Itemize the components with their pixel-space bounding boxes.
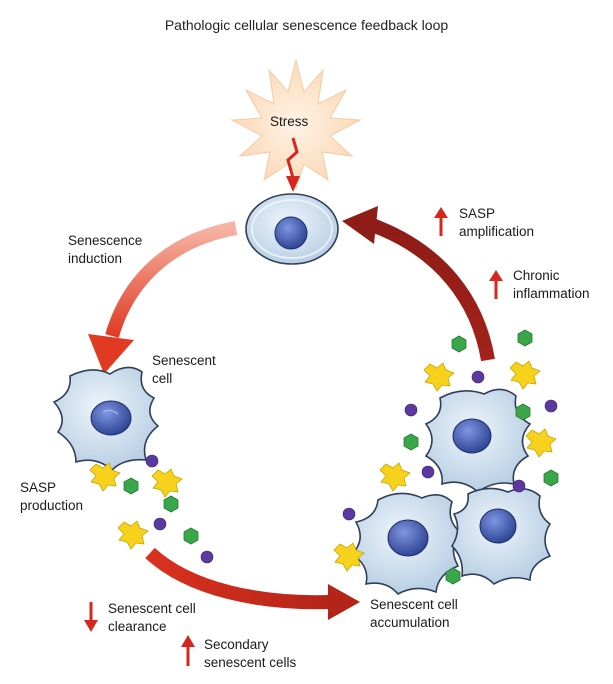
accumulation-arrow	[145, 547, 360, 620]
senescence-induction-label-2: induction	[68, 251, 123, 266]
starburst-icon	[230, 59, 362, 190]
up-arrow-icon	[489, 270, 503, 299]
chronic-inflammation-label-1: Chronic	[513, 268, 560, 283]
up-arrow-icon	[181, 635, 195, 666]
senescent-cell	[52, 366, 160, 472]
clearance-label-2: clearance	[108, 619, 167, 634]
accumulation-label-2: accumulation	[370, 615, 450, 630]
accumulation-label-1: Senescent cell	[370, 597, 458, 612]
sasp-green-factors	[123, 329, 559, 585]
senescence-induction-label-1: Senescence	[68, 233, 143, 248]
page-title: Pathologic cellular senescence feedback …	[164, 17, 449, 33]
stress-label: Stress	[270, 114, 309, 129]
sasp-amplification-label-2: amplification	[459, 224, 535, 239]
sasp-yellow-factors	[89, 360, 557, 572]
sasp-purple-factors	[145, 370, 558, 564]
sasp-amplification-label-1: SASP	[459, 206, 496, 221]
down-arrow-icon	[84, 602, 98, 632]
healthy-cell	[245, 193, 339, 265]
chronic-inflammation-label-2: inflammation	[513, 286, 590, 301]
feedback-arrow	[342, 206, 495, 362]
up-arrow-icon	[434, 207, 448, 236]
secondary-senescent-label-2: senescent cells	[204, 655, 297, 670]
senescent-cell-label-1: Senescent	[152, 353, 216, 368]
lightning-arrow-icon	[286, 137, 300, 192]
sasp-production-label-2: production	[20, 498, 84, 513]
senescent-cell-label-2: cell	[152, 371, 173, 386]
senescent-cell-cluster	[350, 388, 552, 596]
secondary-senescent-label-1: Secondary	[204, 637, 269, 652]
senescence-induction-arrow	[88, 221, 238, 374]
sasp-production-label-1: SASP	[20, 480, 57, 495]
clearance-label-1: Senescent cell	[108, 601, 196, 616]
